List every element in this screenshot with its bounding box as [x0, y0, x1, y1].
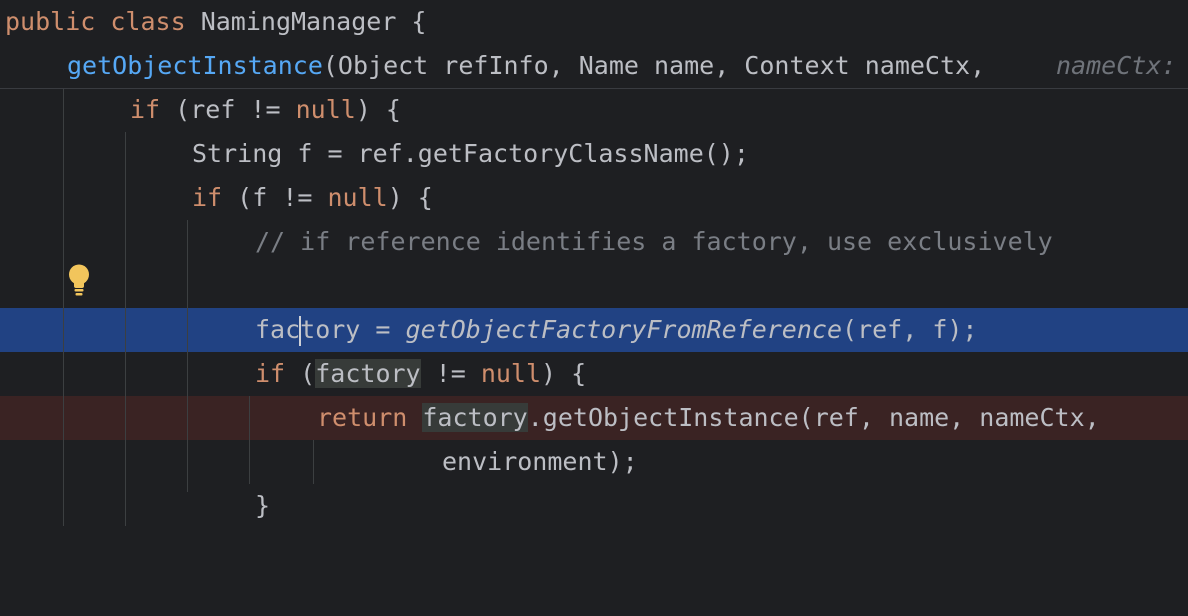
keyword-if: if: [130, 95, 161, 124]
keyword-return: return: [317, 403, 408, 432]
keyword-null: null: [480, 359, 542, 388]
code-comment: // if reference identifies a factory, us…: [255, 227, 1053, 256]
code-line-empty[interactable]: [0, 264, 1188, 308]
class-name: NamingManager {: [200, 7, 427, 36]
keyword-if: if: [255, 359, 286, 388]
indent-guide: [249, 396, 250, 484]
lightbulb-icon[interactable]: [66, 263, 92, 297]
code-text: environment);: [442, 447, 638, 476]
code-text: ) {: [355, 95, 401, 124]
static-method-call: getObjectFactoryFromReference: [405, 315, 843, 344]
code-text: (: [300, 359, 316, 388]
keyword-if: if: [192, 183, 223, 212]
indent-guide: [187, 220, 188, 492]
keyword-class: class: [110, 7, 186, 36]
code-text: }: [255, 491, 271, 520]
code-text: (ref, f);: [842, 315, 978, 344]
code-line[interactable]: }: [0, 484, 1188, 528]
code-text: tory =: [300, 315, 406, 344]
method-name: getObjectInstance: [67, 51, 323, 80]
text-caret: [299, 316, 302, 346]
code-text: (f !=: [237, 183, 328, 212]
code-line[interactable]: if (factory != null) {: [0, 352, 1188, 396]
sticky-line-class[interactable]: public class NamingManager {: [0, 0, 1188, 44]
code-text: fac: [255, 315, 301, 344]
code-line-comment[interactable]: // if reference identifies a factory, us…: [0, 220, 1188, 264]
code-line[interactable]: String f = ref.getFactoryClassName();: [0, 132, 1188, 176]
indent-guide: [125, 132, 126, 526]
indent-guide: [313, 440, 314, 484]
code-text: ) {: [387, 183, 433, 212]
code-text: .getObjectInstance(ref, name, nameCtx,: [527, 403, 1100, 432]
code-line[interactable]: if (f != null) {: [0, 176, 1188, 220]
keyword-public: public: [5, 7, 96, 36]
code-editor[interactable]: public class NamingManager { getObjectIn…: [0, 0, 1188, 526]
code-line-breakpoint[interactable]: return factory.getObjectInstance(ref, na…: [0, 396, 1188, 440]
code-text: String f = ref.getFactoryClassName();: [192, 139, 749, 168]
method-params: (Object refInfo, Name name, Context name…: [322, 51, 986, 80]
sticky-line-method[interactable]: getObjectInstance(Object refInfo, Name n…: [0, 44, 1188, 88]
keyword-null: null: [327, 183, 388, 212]
variable-usage-highlight: factory: [315, 359, 421, 388]
keyword-null: null: [295, 95, 356, 124]
code-line[interactable]: environment);: [0, 440, 1188, 484]
variable-usage-highlight: factory: [422, 403, 528, 432]
indent-guide: [63, 88, 64, 526]
code-text: ) {: [541, 359, 587, 388]
code-line[interactable]: if (ref != null) {: [0, 88, 1188, 132]
sticky-lines-header[interactable]: public class NamingManager { getObjectIn…: [0, 0, 1188, 89]
code-line-current[interactable]: factory = getObjectFactoryFromReference(…: [0, 308, 1188, 352]
code-text: (ref !=: [175, 95, 296, 124]
parameter-hint: nameCtx:: [1056, 51, 1177, 80]
code-text: !=: [420, 359, 481, 388]
